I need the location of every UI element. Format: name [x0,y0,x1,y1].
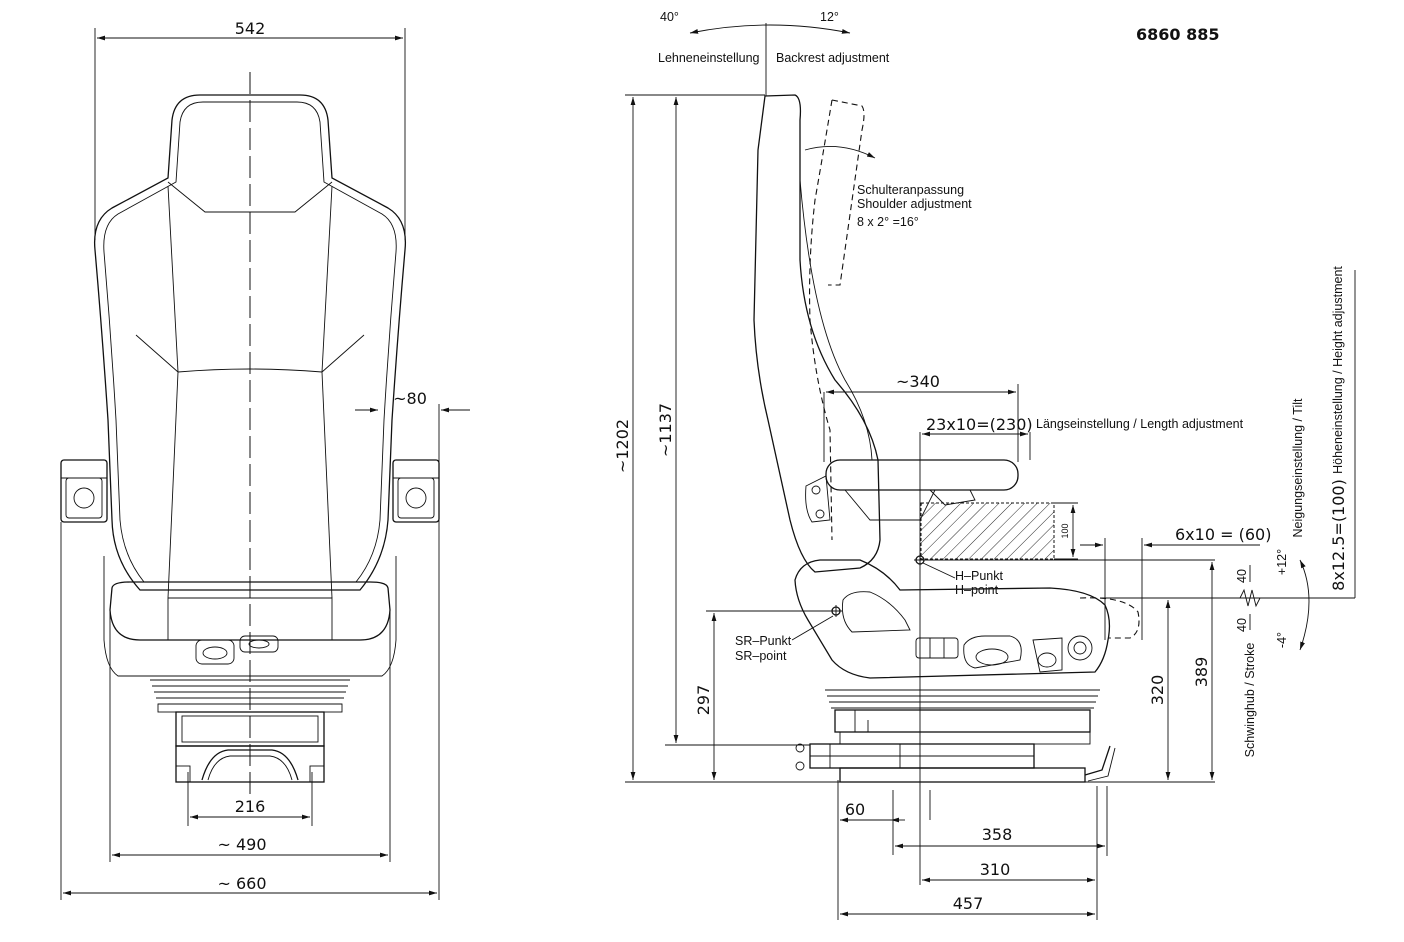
sr-point-en: SR–point [735,649,787,663]
dim-base-width: 216 [235,797,266,816]
drawing-number: 6860 885 [1136,25,1220,44]
front-armrest-right [392,459,440,523]
dim-457: 457 [953,894,984,913]
side-seat-cushion [794,559,1111,679]
length-adjust-label: Längseinstellung / Length adjustment [1036,417,1244,431]
dim-height-overall: ~1202 [613,419,632,473]
stroke-plus: 40 [1235,569,1249,583]
dim-height-389: 389 [1192,657,1211,688]
dim-height-320: 320 [1148,675,1167,706]
armrest-adjust-zone [920,502,1055,560]
dim-length-steps: 23x10=(230) [926,415,1033,434]
shoulder-label-de: Schulteranpassung [857,183,964,197]
stroke-minus: 40 [1235,618,1249,632]
height-steps: 8x12.5=(100) [1329,479,1348,591]
dim-height-sr: 297 [694,685,713,716]
stroke-label: Schwinghub / Stroke [1243,643,1257,758]
front-armrest-left [60,459,108,523]
dim-358: 358 [982,825,1013,844]
tilt-minus: -4° [1275,632,1289,648]
shoulder-adjust-arrow [804,145,876,159]
dim-armrest-width: ~80 [393,389,427,408]
front-dimensions: 542 ~80 216 ~ 490 ~ 660 [60,19,470,900]
height-label: Höheneinstellung / Height adjustment [1331,266,1345,474]
side-dimensions: 6860 885 40° 12° Lehneneinstellung Backr… [613,10,1356,920]
stroke-spring-icon [1239,588,1261,608]
side-lever [963,635,1022,669]
dim-seat-width: ~ 490 [217,835,266,854]
dim-overall-width: ~ 660 [217,874,266,893]
dim-height-back: ~1137 [656,403,675,457]
front-backrest-outline [93,94,407,591]
tilt-label: Neigungseinstellung / Tilt [1291,398,1305,537]
shoulder-steps: 8 x 2° =16° [857,215,919,229]
side-backrest [753,94,881,573]
side-knob [1067,635,1093,661]
shoulder-label-en: Shoulder adjustment [857,197,972,211]
tilt-arrow [1299,559,1310,651]
dim-width-top: 542 [235,19,266,38]
backrest-label-de: Lehneneinstellung [658,51,760,65]
dim-60: 60 [845,800,865,819]
front-view [60,72,440,800]
side-shoulder-adjust-outline [809,99,865,541]
side-switch-panel [915,637,959,659]
side-view [753,94,1140,783]
front-backrest-inner [103,101,397,583]
side-suspension-bellows [795,689,1116,783]
backrest-angle-back: 40° [660,10,679,24]
backrest-angle-forward: 12° [820,10,839,24]
h-point-de: H–Punkt [955,569,1003,583]
dim-310: 310 [980,860,1011,879]
backrest-label-en: Backrest adjustment [776,51,890,65]
dim-cushion: 100 [1060,523,1070,538]
h-point-en: H–point [955,583,999,597]
front-control-left [195,639,235,665]
sr-point-de: SR–Punkt [735,634,792,648]
dim-armrest-depth: ~340 [896,372,940,391]
tilt-plus: +12° [1275,549,1289,575]
dim-tilt-steps: 6x10 = (60) [1175,525,1271,544]
front-control-right [239,635,279,653]
